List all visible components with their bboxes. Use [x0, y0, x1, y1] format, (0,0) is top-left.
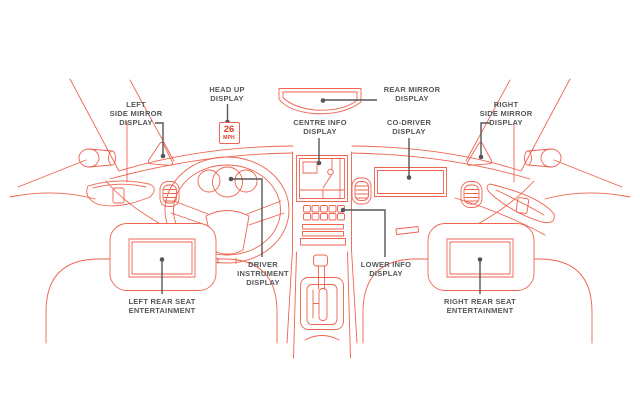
label-left-side-mirror-display: LEFT SIDE MIRROR DISPLAY	[109, 100, 163, 127]
centre-console	[286, 151, 358, 359]
head-up-display-readout: 26 MPH	[218, 122, 240, 144]
connector-co-driver	[406, 138, 412, 180]
right-dash-vent	[460, 181, 483, 208]
connector-driver-instrument	[228, 176, 263, 257]
hud-speed-unit: MPH	[223, 134, 235, 141]
label-lower-info-display: LOWER INFO DISPLAY	[360, 260, 412, 278]
connector-lower-info	[340, 207, 386, 257]
label-head-up-display: HEAD UP DISPLAY	[209, 85, 245, 103]
dashboard	[105, 145, 546, 236]
rear-mirror-screen	[278, 88, 362, 115]
driver-instrument-cluster	[197, 166, 258, 198]
left-dash-vent	[159, 181, 180, 207]
steering-wheel	[164, 156, 290, 264]
gear-shifter	[300, 254, 344, 341]
centre-dash-vent	[351, 177, 372, 205]
glovebox-handle	[395, 226, 419, 235]
connector-left-rear-seat	[159, 257, 165, 294]
label-co-driver-display: CO-DRIVER DISPLAY	[386, 118, 432, 136]
right-a-pillar	[465, 78, 631, 200]
left-headrest-screen	[109, 223, 217, 291]
hud-speed-value: 26	[223, 124, 235, 135]
connector-right-rear-seat	[477, 257, 483, 294]
label-right-rear-seat-entertainment: RIGHT REAR SEAT ENTERTAINMENT	[444, 297, 516, 315]
left-exterior-mirror	[78, 148, 116, 168]
label-left-rear-seat-entertainment: LEFT REAR SEAT ENTERTAINMENT	[128, 297, 196, 315]
right-headrest-screen	[427, 223, 535, 291]
label-right-side-mirror-display: RIGHT SIDE MIRROR DISPLAY	[479, 100, 533, 127]
connector-centre-info	[316, 138, 322, 166]
right-door-armrest	[486, 183, 555, 224]
label-rear-mirror-display: REAR MIRROR DISPLAY	[383, 85, 441, 103]
lower-info-button-panel	[300, 205, 346, 246]
co-driver-screen	[374, 167, 447, 197]
centre-info-screen	[296, 155, 348, 202]
right-exterior-mirror	[524, 148, 562, 168]
connector-left-side-mirror	[155, 122, 166, 159]
connector-right-side-mirror	[478, 122, 490, 160]
left-door-armrest	[86, 180, 155, 207]
label-centre-info-display: CENTRE INFO DISPLAY	[293, 118, 347, 136]
connector-rear-mirror	[320, 98, 377, 103]
label-driver-instrument-display: DRIVER INSTRUMENT DISPLAY	[237, 260, 289, 287]
left-a-pillar	[9, 78, 175, 200]
